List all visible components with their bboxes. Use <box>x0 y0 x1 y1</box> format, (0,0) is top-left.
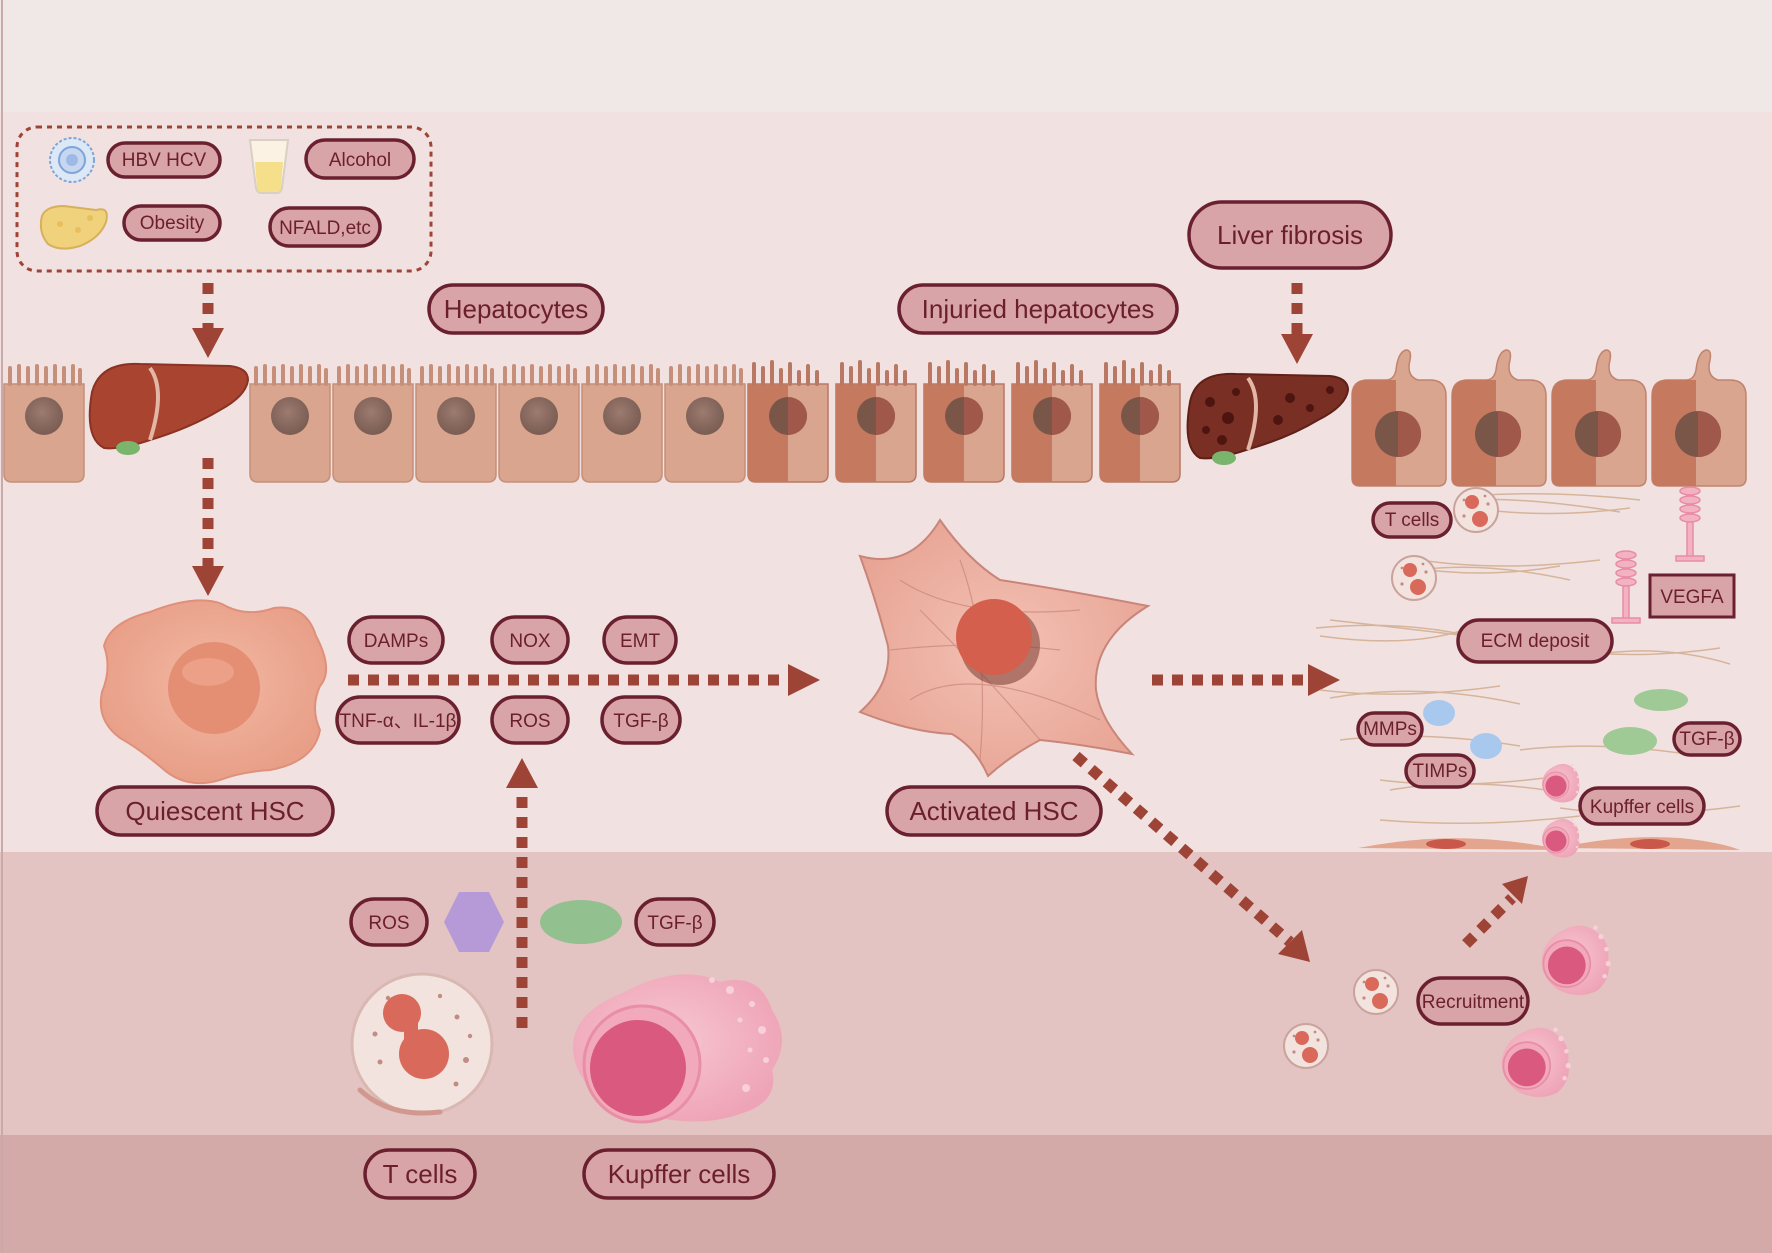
ecm-deposit-pill: ECM deposit <box>1456 618 1614 664</box>
hepatocytes-label: Hepatocytes <box>444 294 589 324</box>
arrow-risk-to-liver <box>192 283 224 358</box>
arrow-immune-to-mediators <box>506 758 538 1028</box>
panel-t-cells-pill: T cells <box>1371 501 1453 539</box>
panel-tgf-pill: TGF-β <box>1672 721 1742 757</box>
immune-tgf-label: TGF-β <box>647 913 702 934</box>
recruitment-label: Recruitment <box>1422 992 1525 1013</box>
panel-kupffer-pill: Kupffer cells <box>1578 786 1706 826</box>
tnf-pill: TNF-α、IL-1β <box>335 695 461 745</box>
damps-label: DAMPs <box>364 631 428 652</box>
tgf-pill: TGF-β <box>600 695 682 745</box>
obesity-label: Obesity <box>140 213 205 234</box>
liver-fibrosis-label: Liver fibrosis <box>1217 220 1363 250</box>
arrow-quiescent-to-activated <box>348 664 820 696</box>
quiescent-hsc-label: Quiescent HSC <box>125 796 304 826</box>
quiescent-hsc-pill: Quiescent HSC <box>95 785 335 837</box>
alcohol-glass-icon <box>248 139 290 194</box>
activated-hsc-label: Activated HSC <box>909 796 1078 826</box>
nafld-label: NFALD,etc <box>279 218 371 239</box>
panel-tgf-label: TGF-β <box>1679 729 1734 750</box>
alcohol-pill: Alcohol <box>304 138 416 180</box>
kupffer-cell-large <box>572 974 782 1124</box>
emt-label: EMT <box>620 631 661 652</box>
injured-hepatocytes-label: Injuried hepatocytes <box>922 294 1155 324</box>
ecm-deposit-label: ECM deposit <box>1481 631 1590 652</box>
nafld-pill: NFALD,etc <box>268 206 382 248</box>
ros-pill: ROS <box>490 695 570 745</box>
activated-hsc-cell <box>858 518 1151 778</box>
kupffer-cells-pill: Kupffer cells <box>582 1148 776 1200</box>
arrow-liver-to-hsc <box>192 458 224 596</box>
panel-kupffer-label: Kupffer cells <box>1590 797 1694 818</box>
vegfa-receptor-icon <box>1611 486 1705 624</box>
recruitment-pill: Recruitment <box>1416 976 1530 1026</box>
background-bottom-band <box>0 1135 1772 1253</box>
immune-tgf-pill: TGF-β <box>634 897 716 947</box>
injured-hepatocytes-pill: Injuried hepatocytes <box>897 283 1179 335</box>
tgf-label: TGF-β <box>613 711 668 732</box>
quiescent-hsc-cell <box>99 599 327 785</box>
virus-pill: HBV HCV <box>106 141 222 179</box>
background-top-band <box>0 0 1772 112</box>
t-cells-label: T cells <box>383 1159 458 1189</box>
damps-pill: DAMPs <box>347 615 445 665</box>
tnf-label: TNF-α、IL-1β <box>340 711 457 732</box>
mediator-ovals <box>1423 689 1688 759</box>
arrow-fibrosis-to-liver <box>1281 283 1313 364</box>
ros-hexagon-icon <box>444 892 504 952</box>
t-cell-large <box>350 972 494 1116</box>
nox-label: NOX <box>509 631 551 652</box>
hepatocytes-pill: Hepatocytes <box>427 283 605 335</box>
arrow-activated-to-ecm <box>1152 664 1340 696</box>
panel-t-cells-label: T cells <box>1385 510 1440 531</box>
immune-ros-label: ROS <box>368 913 409 934</box>
alcohol-label: Alcohol <box>329 150 391 171</box>
virus-label: HBV HCV <box>122 150 207 171</box>
arrow-activated-to-immune <box>1072 751 1310 962</box>
immune-ros-pill: ROS <box>349 897 429 947</box>
fatty-liver-icon <box>39 204 108 250</box>
fibroblast-cells <box>1358 837 1740 850</box>
arrow-recruitment-to-panel <box>1462 876 1528 948</box>
emt-pill: EMT <box>602 615 678 665</box>
healthy-liver-icon <box>88 362 250 455</box>
kupffer-cells-label: Kupffer cells <box>608 1159 751 1189</box>
fibrotic-liver-icon <box>1186 372 1350 465</box>
vegfa-label: VEGFA <box>1660 587 1724 608</box>
vegfa-box: VEGFA <box>1648 573 1736 619</box>
virus-icon <box>49 137 95 183</box>
obesity-pill: Obesity <box>122 204 222 242</box>
ros-label: ROS <box>509 711 550 732</box>
tgf-oval-icon <box>540 900 622 944</box>
nox-pill: NOX <box>490 615 570 665</box>
t-cells-pill: T cells <box>363 1148 477 1200</box>
liver-fibrosis-pill: Liver fibrosis <box>1187 200 1393 270</box>
mmps-pill: MMPs <box>1356 711 1424 747</box>
activated-hsc-pill: Activated HSC <box>885 785 1103 837</box>
timps-pill: TIMPs <box>1404 753 1476 789</box>
mmps-label: MMPs <box>1363 719 1417 740</box>
timps-label: TIMPs <box>1413 761 1468 782</box>
